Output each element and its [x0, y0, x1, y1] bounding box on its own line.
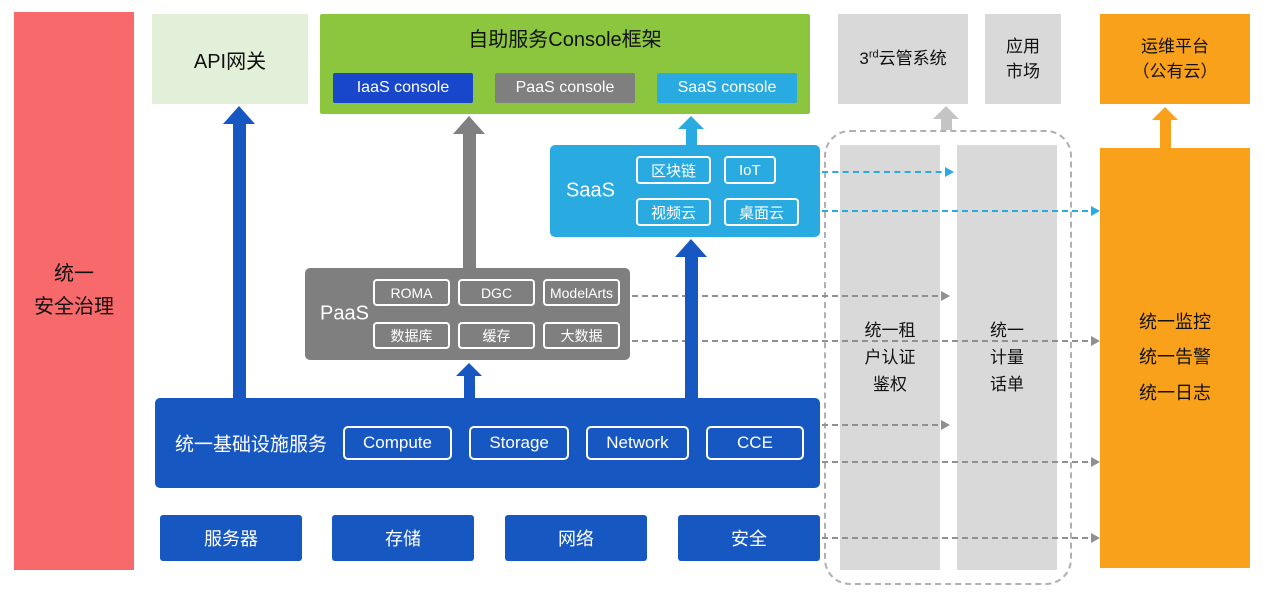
box-security: 安全	[678, 515, 820, 561]
third-party-sup: rd	[868, 48, 879, 61]
api-gateway-box: API网关	[152, 14, 308, 104]
chip-iot: IoT	[724, 156, 776, 184]
connector-saas-to-monitoring	[822, 206, 1100, 216]
saas-console-chip: SaaS console	[657, 73, 797, 103]
chip-blockchain: 区块链	[636, 156, 712, 184]
paas-console-chip: PaaS console	[495, 73, 635, 103]
paas-chip-grid: ROMA DGC ModelArts 数据库 缓存 大数据	[373, 279, 620, 349]
arrow-monitoring-to-ops-icon	[1152, 107, 1178, 148]
paas-box: PaaS ROMA DGC ModelArts 数据库 缓存 大数据	[305, 268, 630, 360]
arrow-saas-to-console-icon	[678, 116, 704, 145]
saas-label: SaaS	[566, 179, 615, 202]
saas-box: SaaS 区块链 IoT 视频云 桌面云	[550, 145, 820, 237]
connector-arrowhead-icon	[1091, 533, 1100, 543]
security-governance-bar: 统一 安全治理	[14, 12, 134, 570]
paas-chip-row: 数据库 缓存 大数据	[373, 322, 620, 349]
connector-arrowhead-icon	[941, 420, 950, 430]
box-storage: 存储	[332, 515, 474, 561]
infrastructure-box: 统一基础设施服务 Compute Storage Network CCE	[155, 398, 820, 488]
arrow-infra-to-saas-icon	[675, 239, 707, 398]
chip-dgc: DGC	[458, 279, 535, 306]
monitoring-bar: 统一监控 统一告警 统一日志	[1100, 148, 1250, 568]
chip-compute: Compute	[343, 426, 452, 460]
connector-arrowhead-icon	[1091, 206, 1100, 216]
console-chip-row: IaaS console PaaS console SaaS console	[333, 73, 797, 103]
chip-video-cloud: 视频云	[636, 198, 712, 226]
chip-database: 数据库	[373, 322, 450, 349]
arrow-tenant-to-third-party-icon	[933, 106, 959, 130]
chip-desktop-cloud: 桌面云	[724, 198, 800, 226]
ops-platform-box: 运维平台 （公有云）	[1100, 14, 1250, 104]
infrastructure-chip-row: Compute Storage Network CCE	[343, 398, 804, 488]
auth-bar: 统一租 户认证 鉴权	[840, 145, 940, 570]
arrow-infra-to-api-gateway-icon	[223, 106, 255, 398]
arrow-infra-to-paas-icon	[456, 363, 482, 398]
connector-arrowhead-icon	[945, 167, 954, 177]
chip-storage: Storage	[469, 426, 569, 460]
third-party-cloud-label: 3rd云管系统	[859, 46, 946, 72]
chip-roma: ROMA	[373, 279, 450, 306]
connector-infra-to-metering	[822, 420, 950, 430]
connector-arrowhead-icon	[1091, 336, 1100, 346]
chip-network: Network	[586, 426, 689, 460]
console-framework-title: 自助服务Console框架	[468, 29, 662, 51]
connector-paas-to-monitoring	[632, 336, 1100, 346]
chip-cce: CCE	[705, 426, 804, 460]
connector-paas-to-metering	[632, 291, 950, 301]
security-governance-label: 统一 安全治理	[34, 263, 114, 318]
saas-chip-row: 区块链 IoT	[636, 156, 808, 184]
third-party-prefix: 3	[859, 49, 869, 69]
console-framework-box: 自助服务Console框架 IaaS console PaaS console …	[320, 14, 810, 114]
api-gateway-label: API网关	[193, 50, 267, 73]
app-market-box: 应用 市场	[985, 14, 1061, 104]
connector-infra-to-monitoring	[822, 457, 1100, 467]
connector-saas-to-metering	[822, 167, 954, 177]
third-party-suffix: 云管系统	[878, 49, 947, 69]
chip-bigdata: 大数据	[543, 322, 620, 349]
arrow-paas-to-console-icon	[453, 116, 485, 268]
app-market-label: 应用 市场	[1006, 36, 1040, 82]
connector-arrowhead-icon	[941, 291, 950, 301]
paas-label: PaaS	[320, 302, 369, 325]
third-party-cloud-box: 3rd云管系统	[838, 14, 968, 104]
chip-modelarts: ModelArts	[543, 279, 620, 306]
connector-arrowhead-icon	[1091, 457, 1100, 467]
connector-security-to-monitoring	[822, 533, 1100, 543]
ops-platform-label: 运维平台 （公有云）	[1132, 36, 1218, 82]
tenant-services-dashed-group	[824, 130, 1072, 585]
paas-chip-row: ROMA DGC ModelArts	[373, 279, 620, 306]
box-network: 网络	[505, 515, 647, 561]
chip-cache: 缓存	[458, 322, 535, 349]
saas-chip-row: 视频云 桌面云	[636, 198, 808, 226]
iaas-console-chip: IaaS console	[333, 73, 473, 103]
infrastructure-label: 统一基础设施服务	[175, 434, 328, 456]
metering-bar: 统一 计量 话单	[957, 145, 1057, 570]
box-server: 服务器	[160, 515, 302, 561]
saas-chip-grid: 区块链 IoT 视频云 桌面云	[636, 156, 808, 226]
